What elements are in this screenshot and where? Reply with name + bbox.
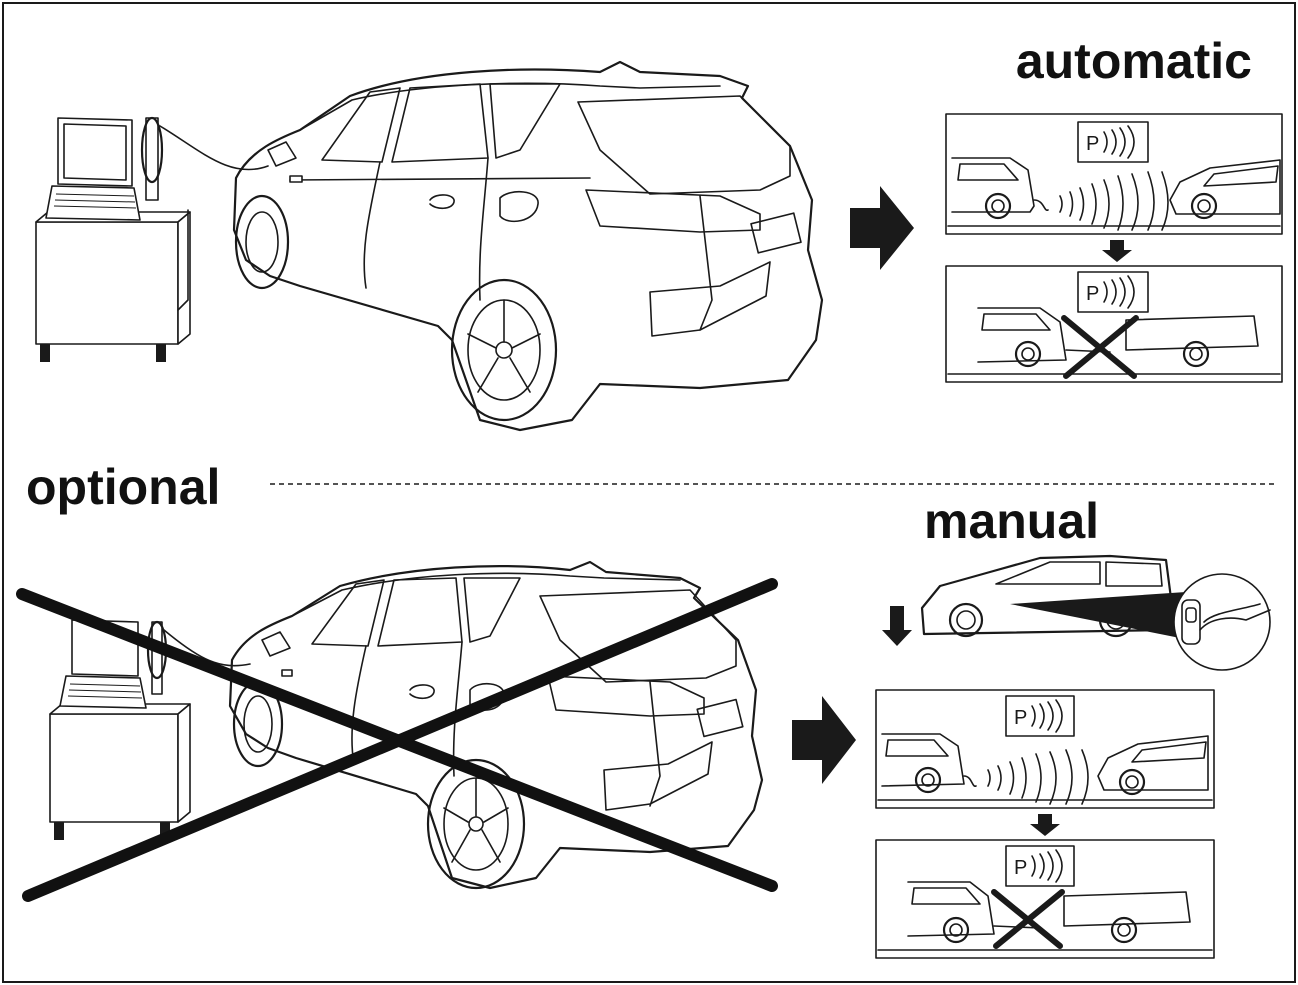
arrow-down-icon (1102, 240, 1132, 262)
big-cross-out-icon (16, 578, 778, 902)
arrow-right-icon (850, 186, 914, 270)
diagnostic-cart-bottom (49, 619, 251, 840)
cross-out-icon (1061, 315, 1139, 379)
panel-manual-detect-car: P (875, 689, 1215, 809)
suv-bottom (228, 560, 764, 890)
remote-key-hand-icon (1173, 573, 1271, 671)
parking-p-symbol-2: P (1086, 283, 1099, 305)
panel-auto-detect-car: P (945, 113, 1283, 235)
parking-p-symbol-3: P (1014, 707, 1027, 729)
trailer-icon (1125, 315, 1259, 368)
parking-sensor-sign-icon: P (1077, 121, 1149, 163)
manual-label: manual (924, 493, 1099, 549)
panel-manual-trailer: P (875, 839, 1215, 959)
cross-out-icon-2 (991, 889, 1065, 949)
automatic-label: automatic (1016, 33, 1252, 89)
manual-car-with-key (882, 554, 1271, 671)
panel-auto-trailer: P (945, 265, 1283, 383)
optional-label: optional (26, 459, 220, 515)
parking-p-symbol: P (1086, 133, 1099, 155)
arrow-right-icon-2 (792, 696, 856, 784)
suv-top (232, 60, 824, 432)
parking-p-symbol-4: P (1014, 857, 1027, 879)
arrow-down-icon-2 (1030, 814, 1060, 836)
diagnostic-cable (159, 125, 269, 171)
diagnostic-cart-top (35, 116, 269, 362)
